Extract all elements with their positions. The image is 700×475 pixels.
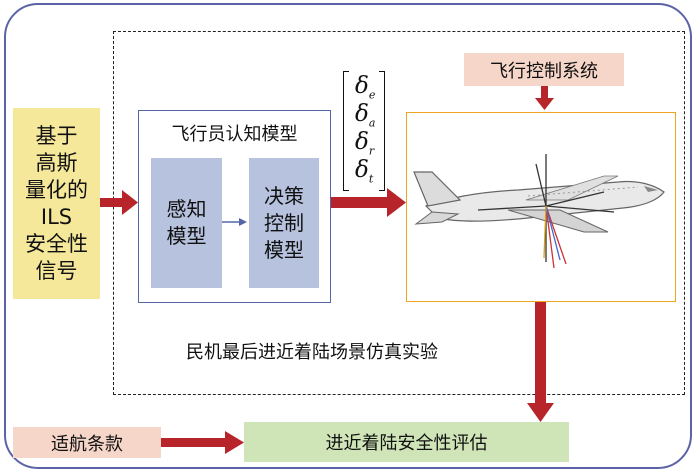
decision-control-model-box: 决策 控制 模型	[249, 158, 319, 288]
flight-control-system-label: 飞行控制系统	[490, 60, 598, 82]
pilot-cognitive-model-box: 飞行员认知模型 感知 模型 决策 控制 模型	[138, 110, 331, 303]
pilot-model-title: 飞行员认知模型	[171, 124, 298, 145]
outer-frame	[4, 3, 692, 469]
simulation-boundary	[113, 31, 685, 395]
safety-assessment-box: 进近着陆安全性评估	[244, 422, 569, 462]
simulation-experiment-label: 民机最后进近着陆场景仿真实验	[186, 342, 438, 363]
airworthiness-regulations-label: 适航条款	[51, 433, 123, 455]
vector-element-aileron: δa	[355, 101, 376, 130]
vector-element-elevator: δe	[355, 73, 376, 102]
vector-element-rudder: δr	[355, 129, 375, 158]
right-bracket	[379, 71, 385, 191]
control-input-vector: δe δa δr δt	[343, 71, 385, 191]
aircraft-diagram-icon	[413, 154, 665, 269]
input-signal-label: 基于 高斯 量化的 ILS 安全性 信号	[25, 123, 88, 283]
left-bracket	[343, 71, 349, 191]
perception-model-box: 感知 模型	[151, 158, 222, 288]
input-signal-box: 基于 高斯 量化的 ILS 安全性 信号	[13, 108, 100, 299]
decision-control-model-label: 决策 控制 模型	[264, 183, 304, 262]
aircraft-model-box	[406, 112, 676, 302]
airworthiness-regulations-box: 适航条款	[13, 427, 161, 458]
safety-assessment-label: 进近着陆安全性评估	[325, 433, 488, 454]
flight-control-system-box: 飞行控制系统	[464, 53, 624, 86]
vector-element-throttle: δt	[355, 157, 374, 186]
perception-model-label: 感知 模型	[166, 197, 207, 248]
